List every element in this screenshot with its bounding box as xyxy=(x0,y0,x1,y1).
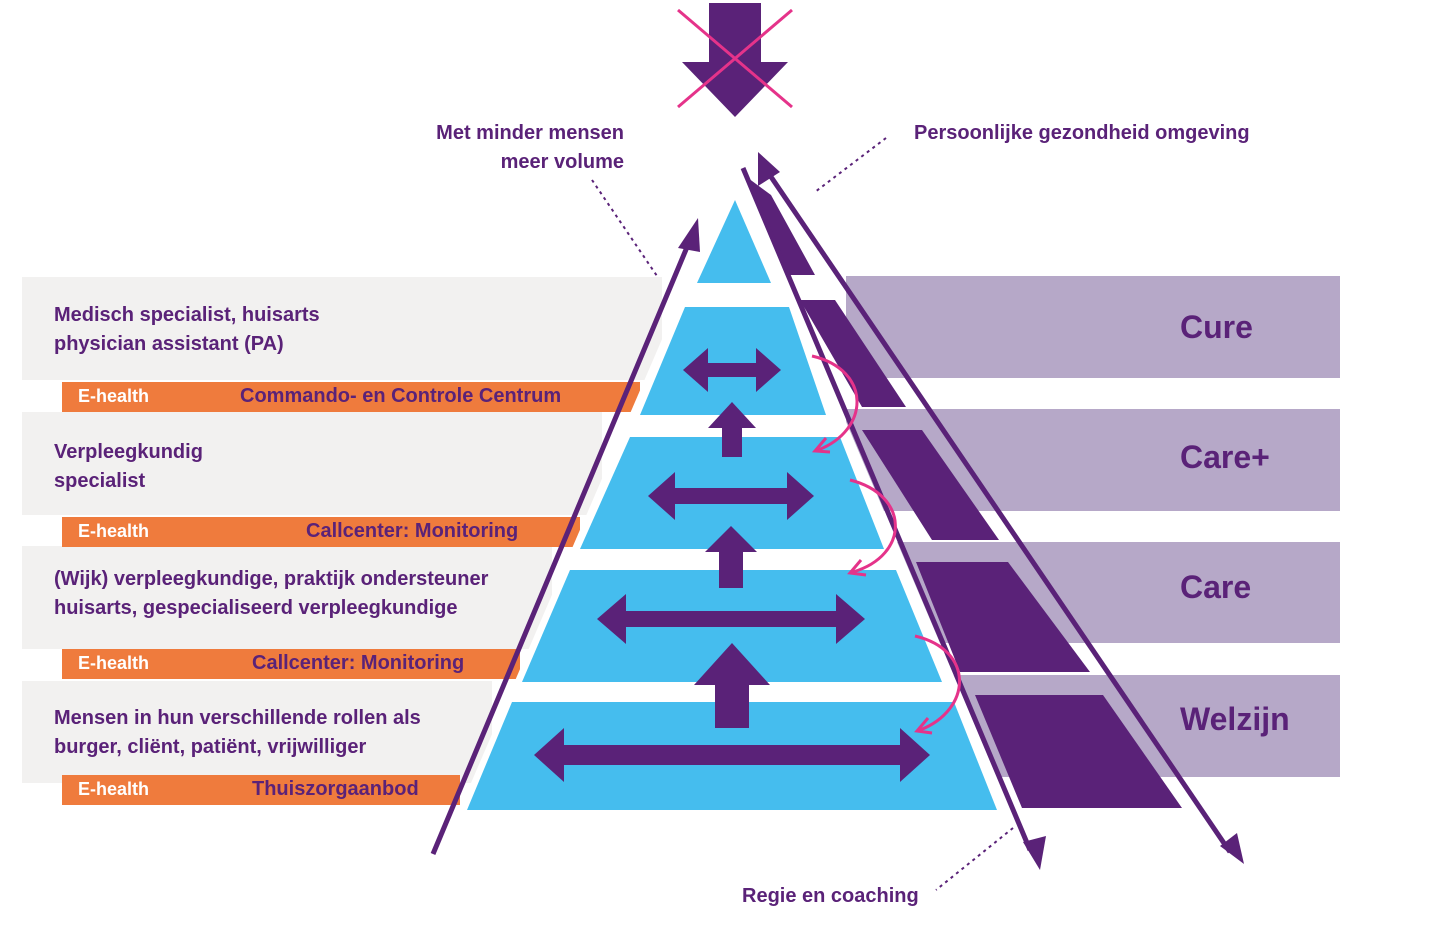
purple-step-3 xyxy=(862,430,999,540)
right-double-arrow-bottom-head xyxy=(1220,833,1244,864)
row-band-cure xyxy=(22,277,662,380)
purple-step-1 xyxy=(748,178,815,275)
up-arrow-icon xyxy=(708,402,756,457)
level-label-care-plus: Care+ xyxy=(1180,439,1270,475)
crossed-down-arrow-icon xyxy=(677,3,793,117)
ehealth-bar-2: E-health Callcenter: Monitoring xyxy=(62,517,580,547)
right-double-arrow-top-head xyxy=(758,152,780,186)
ehealth-bar-4: E-health Thuiszorgaanbod xyxy=(62,775,460,805)
curved-arrow-icon xyxy=(914,634,961,735)
up-arrow-icon xyxy=(694,643,770,728)
double-headed-arrow-icon xyxy=(597,594,865,644)
right-double-arrow-line xyxy=(762,166,1233,854)
annotation-top-left: Met minder mensen meer volume xyxy=(436,122,624,173)
left-up-arrow-head xyxy=(678,218,700,252)
curved-arrow-icon xyxy=(811,354,859,454)
ehealth-service: Callcenter: Monitoring xyxy=(252,652,465,674)
middle-down-arrow-head xyxy=(1023,836,1046,870)
ehealth-service: Commando- en Controle Centrum xyxy=(240,385,562,407)
ehealth-service: Callcenter: Monitoring xyxy=(306,520,519,542)
up-arrow-icon xyxy=(705,526,757,588)
leader-line-bottom xyxy=(935,827,1014,891)
annotation-bottom: Regie en coaching xyxy=(742,885,919,907)
ehealth-tag: E-health xyxy=(78,386,150,406)
purple-step-4 xyxy=(916,562,1090,672)
leader-line-top-left xyxy=(591,179,658,277)
leader-line-top-right xyxy=(814,137,887,193)
left-up-arrow-line xyxy=(430,239,693,855)
row-band-care-plus xyxy=(22,412,602,515)
level-label-welzijn: Welzijn xyxy=(1180,701,1290,737)
middle-down-arrow-line xyxy=(740,167,1033,851)
row-text-cure: Medisch specialist, huisarts physician a… xyxy=(54,304,320,355)
row-band-care xyxy=(22,546,552,649)
pyramid-layer-top xyxy=(697,200,771,283)
ehealth-tag: E-health xyxy=(78,521,150,541)
ehealth-tag: E-health xyxy=(78,653,150,673)
double-headed-arrow-icon xyxy=(648,472,814,520)
row-text-care-plus: Verpleegkundig specialist xyxy=(54,441,203,492)
double-headed-arrow-icon xyxy=(683,348,781,392)
ehealth-tag: E-health xyxy=(78,779,150,799)
level-label-cure: Cure xyxy=(1180,309,1253,345)
row-band-welzijn xyxy=(22,681,492,783)
ehealth-service: Thuiszorgaanbod xyxy=(252,778,419,800)
pyramid-layer-cure xyxy=(640,307,826,415)
level-label-care: Care xyxy=(1180,569,1252,605)
double-headed-arrow-icon xyxy=(534,728,930,782)
ehealth-bar-3: E-health Callcenter: Monitoring xyxy=(62,649,520,679)
annotation-top-right: Persoonlijke gezondheid omgeving xyxy=(914,122,1250,144)
purple-step-2 xyxy=(800,300,906,407)
curved-arrow-icon xyxy=(847,478,897,577)
purple-step-5 xyxy=(975,695,1182,808)
ehealth-bar-1: E-health Commando- en Controle Centrum xyxy=(62,382,640,412)
row-text-welzijn: Mensen in hun verschillende rollen als b… xyxy=(54,707,421,758)
level-band-cure xyxy=(846,276,1340,378)
row-text-care: (Wijk) verpleegkundige, praktijk onderst… xyxy=(54,568,489,619)
